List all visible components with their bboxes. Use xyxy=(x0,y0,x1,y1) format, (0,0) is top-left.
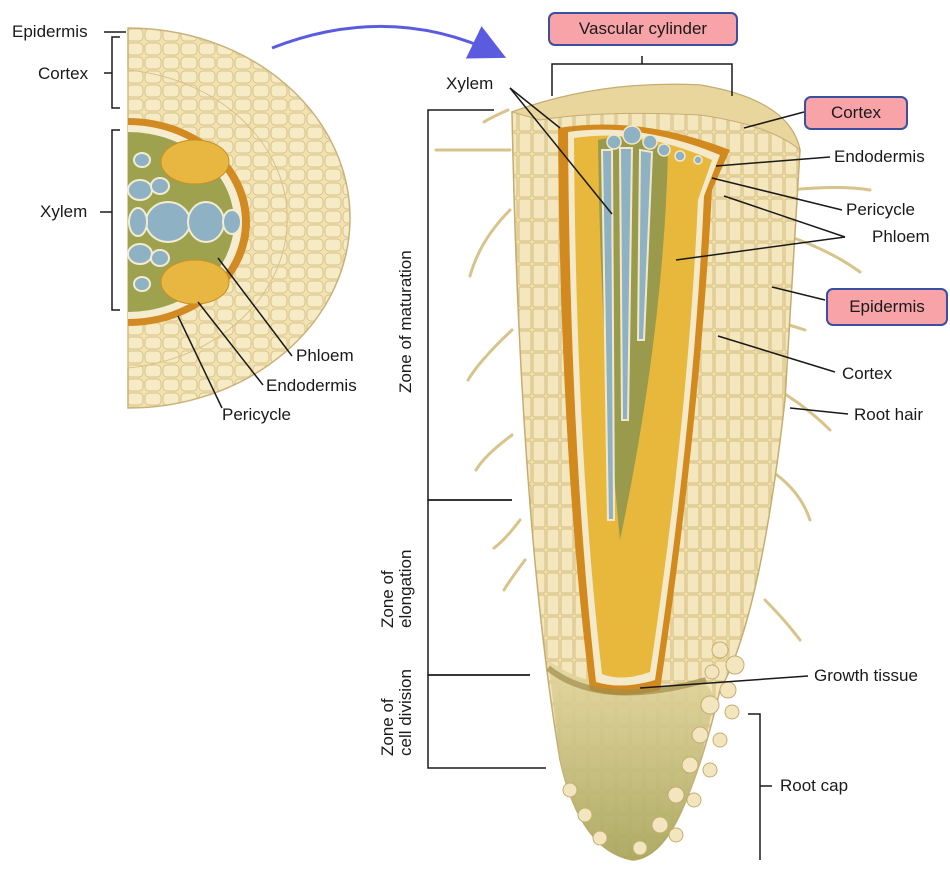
zone-label-elongation-line1: Zone of xyxy=(378,570,397,628)
ls-label-pericycle: Pericycle xyxy=(846,200,915,220)
ls-label-cortex: Cortex xyxy=(842,364,892,384)
ls-label-root-hair: Root hair xyxy=(854,405,923,425)
label-vascular-cylinder-highlight: Vascular cylinder xyxy=(548,12,738,46)
zone-label-elongation-line2: elongation xyxy=(396,550,415,628)
zone-label-division-line1: Zone of xyxy=(378,698,397,756)
view-arrow xyxy=(272,26,498,54)
ls-label-endodermis: Endodermis xyxy=(834,147,925,167)
label-cortex-highlight: Cortex xyxy=(804,96,908,130)
ls-label-xylem: Xylem xyxy=(446,74,493,94)
cs-label-cortex: Cortex xyxy=(38,64,88,84)
cs-label-phloem: Phloem xyxy=(296,346,354,366)
cs-label-pericycle: Pericycle xyxy=(222,405,291,425)
cs-label-epidermis: Epidermis xyxy=(12,22,88,42)
ls-label-growth-tissue: Growth tissue xyxy=(814,666,918,686)
ls-label-phloem: Phloem xyxy=(872,227,930,247)
zone-label-division-line2: cell division xyxy=(396,669,415,756)
label-epidermis-highlight: Epidermis xyxy=(826,288,948,326)
cs-label-xylem: Xylem xyxy=(40,202,87,222)
zone-label-maturation: Zone of maturation xyxy=(396,250,415,393)
cs-label-endodermis: Endodermis xyxy=(266,376,357,396)
ls-label-root-cap: Root cap xyxy=(780,776,848,796)
